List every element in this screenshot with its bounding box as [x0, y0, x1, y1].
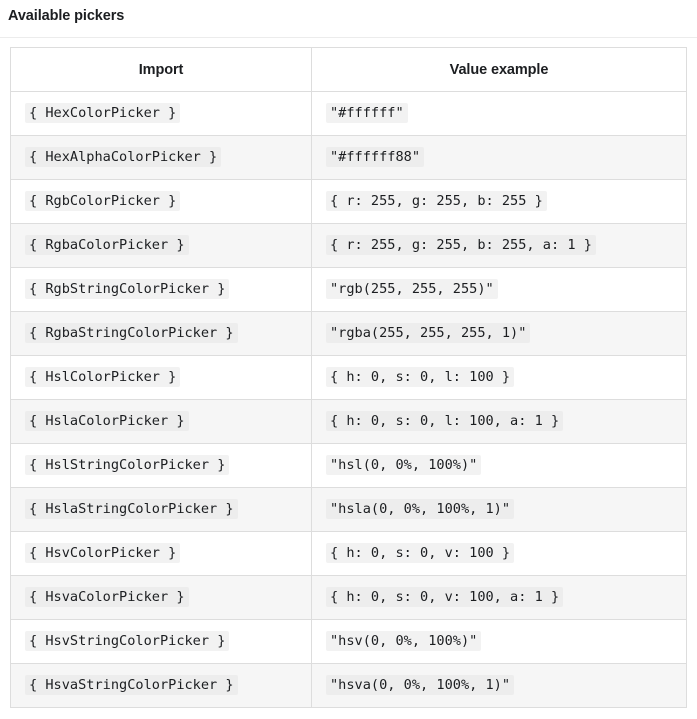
- cell-value-example: "hsv(0, 0%, 100%)": [311, 619, 687, 664]
- table-row: { RgbaColorPicker } { r: 255, g: 255, b: …: [10, 223, 687, 268]
- import-code: { RgbaStringColorPicker }: [25, 322, 238, 343]
- value-example-code: { h: 0, s: 0, l: 100, a: 1 }: [326, 410, 564, 431]
- available-pickers-table: Import Value example { HexColorPicker } "…: [10, 47, 687, 708]
- cell-value-example: { h: 0, s: 0, v: 100 }: [311, 531, 687, 576]
- value-example-code: { h: 0, s: 0, v: 100, a: 1 }: [326, 586, 564, 607]
- cell-import: { RgbColorPicker }: [10, 179, 312, 224]
- import-code: { HslaStringColorPicker }: [25, 498, 238, 519]
- table-row: { RgbColorPicker } { r: 255, g: 255, b: 2…: [10, 179, 687, 224]
- table-row: { HslaColorPicker } { h: 0, s: 0, l: 100,…: [10, 399, 687, 444]
- column-header-value-example: Value example: [311, 47, 687, 92]
- cell-value-example: "#ffffff": [311, 91, 687, 136]
- cell-value-example: "hsl(0, 0%, 100%)": [311, 443, 687, 488]
- cell-import: { RgbStringColorPicker }: [10, 267, 312, 312]
- cell-import: { HslStringColorPicker }: [10, 443, 312, 488]
- cell-value-example: "rgba(255, 255, 255, 1)": [311, 311, 687, 356]
- page-title: Available pickers: [8, 8, 125, 24]
- cell-value-example: "rgb(255, 255, 255)": [311, 267, 687, 312]
- value-example-code: "#ffffff": [326, 102, 408, 123]
- value-example-code: "rgba(255, 255, 255, 1)": [326, 322, 531, 343]
- cell-import: { HslColorPicker }: [10, 355, 312, 400]
- import-code: { HslStringColorPicker }: [25, 454, 230, 475]
- table-row: { HsvaStringColorPicker } "hsva(0, 0%, 10…: [10, 663, 687, 708]
- table-row: { HexColorPicker } "#ffffff": [10, 91, 687, 136]
- cell-import: { HsvaColorPicker }: [10, 575, 312, 620]
- table-row: { HsvaColorPicker } { h: 0, s: 0, v: 100,…: [10, 575, 687, 620]
- value-example-code: "hsl(0, 0%, 100%)": [326, 454, 482, 475]
- value-example-code: { h: 0, s: 0, v: 100 }: [326, 542, 515, 563]
- import-code: { HsvColorPicker }: [25, 542, 181, 563]
- value-example-code: { r: 255, g: 255, b: 255, a: 1 }: [326, 234, 596, 255]
- value-example-code: "rgb(255, 255, 255)": [326, 278, 498, 299]
- cell-import: { RgbaStringColorPicker }: [10, 311, 312, 356]
- cell-value-example: { h: 0, s: 0, l: 100 }: [311, 355, 687, 400]
- table-row: { HexAlphaColorPicker } "#ffffff88": [10, 135, 687, 180]
- import-code: { HsvStringColorPicker }: [25, 630, 230, 651]
- table-row: { RgbStringColorPicker } "rgb(255, 255, 2…: [10, 267, 687, 312]
- table-body: { HexColorPicker } "#ffffff" { HexAlphaCol…: [10, 91, 687, 708]
- table-row: { HsvColorPicker } { h: 0, s: 0, v: 100 }: [10, 531, 687, 576]
- cell-value-example: { r: 255, g: 255, b: 255, a: 1 }: [311, 223, 687, 268]
- value-example-code: "#ffffff88": [326, 146, 425, 167]
- cell-import: { HsvStringColorPicker }: [10, 619, 312, 664]
- import-code: { HexColorPicker }: [25, 102, 181, 123]
- cell-value-example: "#ffffff88": [311, 135, 687, 180]
- import-code: { HslaColorPicker }: [25, 410, 189, 431]
- table-row: { RgbaStringColorPicker } "rgba(255, 255,…: [10, 311, 687, 356]
- cell-value-example: { h: 0, s: 0, v: 100, a: 1 }: [311, 575, 687, 620]
- import-code: { RgbColorPicker }: [25, 190, 181, 211]
- value-example-code: "hsv(0, 0%, 100%)": [326, 630, 482, 651]
- value-example-code: "hsla(0, 0%, 100%, 1)": [326, 498, 515, 519]
- table-container: Import Value example { HexColorPicker } "…: [0, 38, 697, 708]
- cell-import: { HexAlphaColorPicker }: [10, 135, 312, 180]
- value-example-code: { r: 255, g: 255, b: 255 }: [326, 190, 547, 211]
- cell-value-example: "hsva(0, 0%, 100%, 1)": [311, 663, 687, 708]
- cell-import: { HsvaStringColorPicker }: [10, 663, 312, 708]
- import-code: { RgbaColorPicker }: [25, 234, 189, 255]
- cell-value-example: "hsla(0, 0%, 100%, 1)": [311, 487, 687, 532]
- value-example-code: { h: 0, s: 0, l: 100 }: [326, 366, 515, 387]
- import-code: { HsvaStringColorPicker }: [25, 674, 238, 695]
- table-header: Import Value example: [10, 47, 687, 92]
- cell-import: { HslaStringColorPicker }: [10, 487, 312, 532]
- cell-import: { RgbaColorPicker }: [10, 223, 312, 268]
- cell-import: { HsvColorPicker }: [10, 531, 312, 576]
- cell-value-example: { h: 0, s: 0, l: 100, a: 1 }: [311, 399, 687, 444]
- import-code: { RgbStringColorPicker }: [25, 278, 230, 299]
- table-row: { HslaStringColorPicker } "hsla(0, 0%, 10…: [10, 487, 687, 532]
- cell-value-example: { r: 255, g: 255, b: 255 }: [311, 179, 687, 224]
- table-row: { HslStringColorPicker } "hsl(0, 0%, 100%…: [10, 443, 687, 488]
- value-example-code: "hsva(0, 0%, 100%, 1)": [326, 674, 515, 695]
- table-header-row: Import Value example: [10, 47, 687, 92]
- heading-divider: [0, 37, 697, 38]
- import-code: { HsvaColorPicker }: [25, 586, 189, 607]
- column-header-import: Import: [10, 47, 312, 92]
- table-row: { HsvStringColorPicker } "hsv(0, 0%, 100%…: [10, 619, 687, 664]
- table-row: { HslColorPicker } { h: 0, s: 0, l: 100 }: [10, 355, 687, 400]
- cell-import: { HexColorPicker }: [10, 91, 312, 136]
- cell-import: { HslaColorPicker }: [10, 399, 312, 444]
- import-code: { HslColorPicker }: [25, 366, 181, 387]
- import-code: { HexAlphaColorPicker }: [25, 146, 222, 167]
